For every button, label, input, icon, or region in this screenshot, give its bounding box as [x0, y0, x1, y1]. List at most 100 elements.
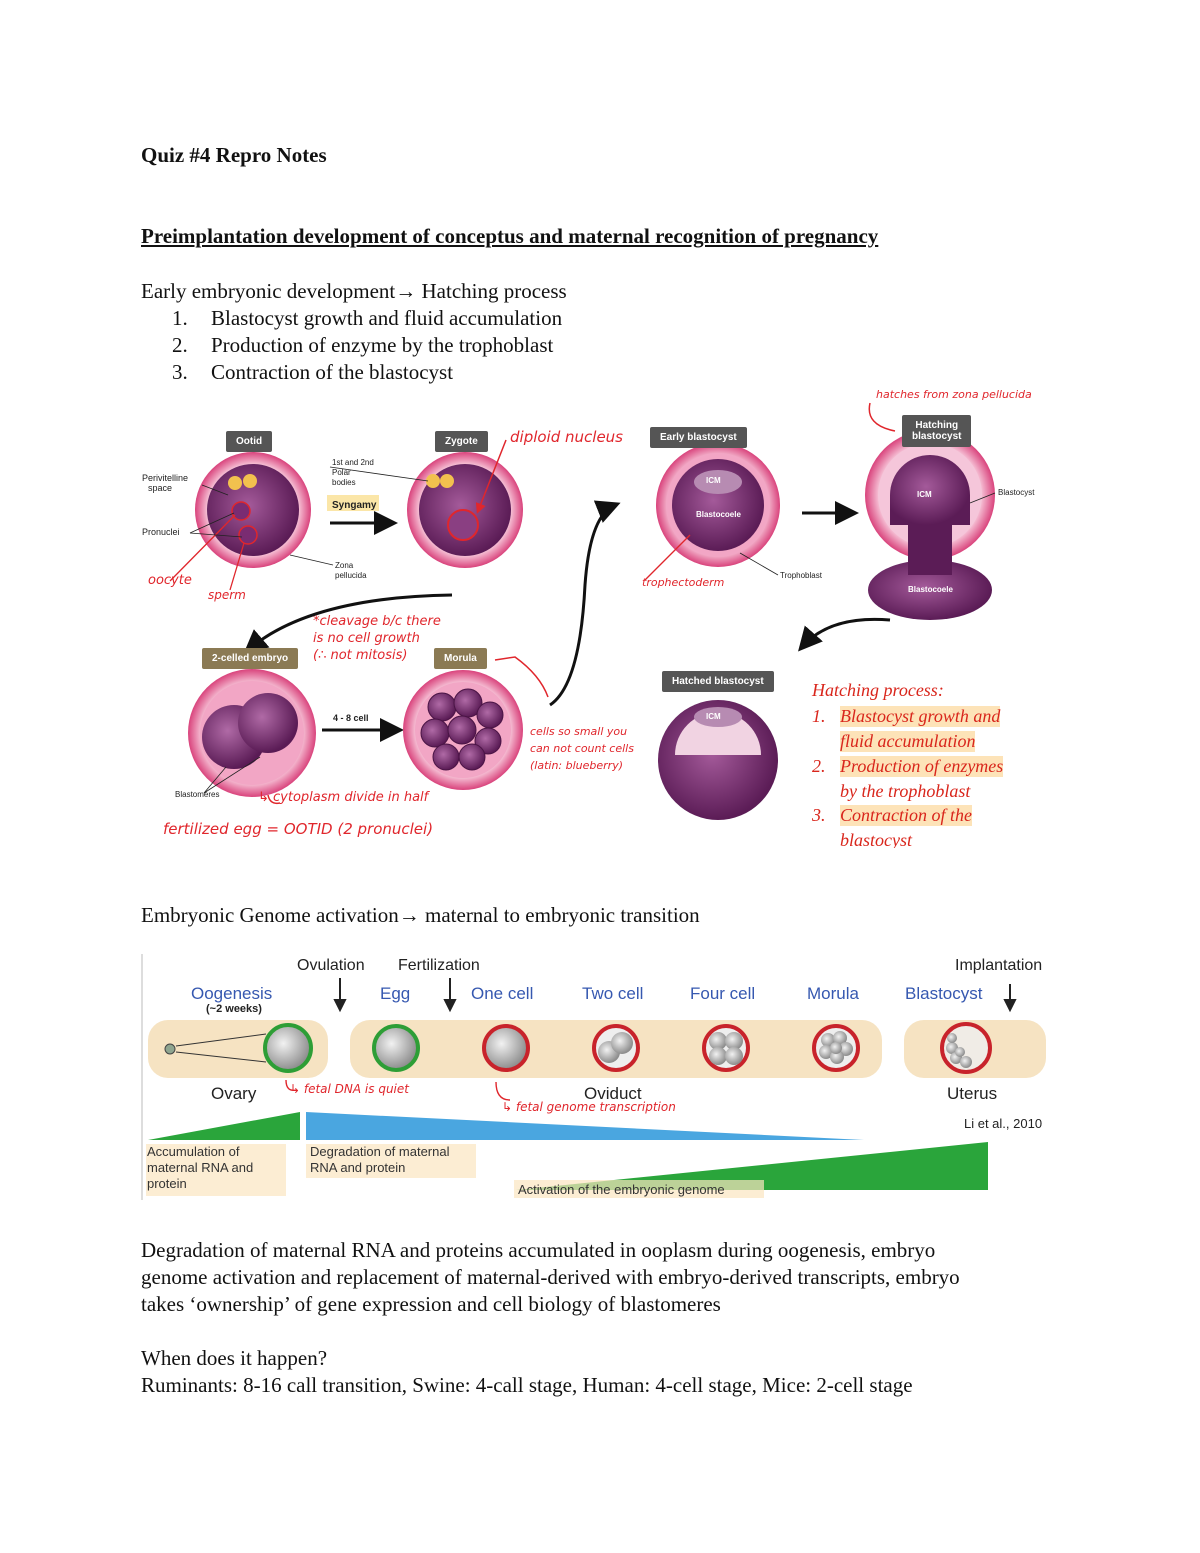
label-line: RNA and protein — [310, 1160, 406, 1175]
implantation-label: Implantation — [955, 957, 1043, 974]
note-line: (∴ not mitosis) — [313, 648, 408, 663]
preimplantation-diagram — [169, 402, 996, 820]
label-line: Polar — [332, 468, 351, 477]
hatching-item-text: fluid accumulation — [840, 731, 976, 752]
note-line: (latin: blueberry) — [530, 759, 624, 772]
cleavage-note: *cleavage b/c there is no cell growth (∴… — [313, 613, 441, 664]
ovary-label: Ovary — [211, 1084, 257, 1103]
hatched-blastocyst-label: Hatched blastocyst — [662, 671, 774, 692]
hatching-item-text: blastocyst — [840, 830, 912, 848]
pronuclei-label: Pronuclei — [142, 527, 180, 537]
polar-bodies-label: 1st and 2nd Polar bodies — [332, 458, 374, 488]
hatches-note: hatches from zona pellucida — [876, 388, 1032, 401]
icm-label: ICM — [706, 476, 721, 485]
degradation-label: Degradation of maternal RNA and protein — [310, 1144, 449, 1176]
blastocoele-hatching-label: Blastocoele — [908, 585, 953, 594]
stage-egg: Egg — [380, 984, 411, 1003]
stage-blastocyst: Blastocyst — [905, 984, 983, 1003]
stage-morula: Morula — [807, 984, 859, 1003]
syngamy-label: Syngamy — [332, 500, 377, 511]
label-line: protein — [147, 1176, 187, 1191]
hatching-process-title: Hatching process: — [812, 680, 944, 700]
answer-line: Ruminants: 8-16 call transition, Swine: … — [141, 1373, 913, 1397]
paragraph-line: takes ‘ownership’ of gene expression and… — [141, 1292, 721, 1316]
stage-two-cell: Two cell — [582, 984, 644, 1003]
hatching-blastocyst-label: Hatching blastocyst — [902, 415, 972, 447]
accumulation-label: Accumulation of maternal RNA and protein — [147, 1144, 253, 1192]
hatching-item-text: Blastocyst growth and — [840, 706, 1001, 727]
blastocoele-label: Blastocoele — [696, 510, 741, 519]
icm-hatched-label: ICM — [706, 712, 721, 721]
stage-one-cell: One cell — [471, 984, 534, 1003]
preimplantation-figure: Ootid Zygote Early blastocyst Hatching b… — [130, 385, 1070, 855]
hatching-item-number: 3. — [812, 805, 826, 825]
hatching-item-number: 1. — [812, 706, 826, 726]
note-line: *cleavage b/c there — [313, 614, 441, 629]
cytoplasm-note: ↳ cytoplasm divide in half — [258, 790, 429, 805]
ootid-label: Ootid — [226, 431, 273, 452]
label-line: Zona — [335, 561, 354, 570]
degradation-paragraph: Degradation of maternal RNA and proteins… — [141, 1237, 960, 1318]
zona-pellucida-label: Zona pellucida — [335, 561, 367, 581]
activation-label: Activation of the embryonic genome — [518, 1182, 725, 1197]
blastocyst-label: Blastocyst — [998, 488, 1035, 497]
label-line: pellucida — [335, 571, 367, 580]
hatching-item-text: Production of enzymes — [840, 756, 1004, 777]
paragraph-line: Degradation of maternal RNA and proteins… — [141, 1238, 936, 1262]
label-line: Degradation of maternal — [310, 1144, 450, 1159]
uterus-label: Uterus — [947, 1084, 998, 1103]
perivitelline-label: Perivitelline space — [142, 473, 188, 493]
diploid-nucleus-note: diploid nucleus — [510, 428, 623, 446]
cells-small-note: cells so small you can not count cells (… — [530, 723, 634, 774]
label-line: Accumulation of — [147, 1144, 240, 1159]
label-line: bodies — [332, 478, 356, 487]
stage-four-cell: Four cell — [690, 984, 756, 1003]
list-item: Contraction of the blastocyst — [211, 360, 454, 384]
trophectoderm-note: trophectoderm — [642, 576, 725, 589]
label-line: space — [148, 483, 173, 493]
list-number: 2. — [172, 333, 188, 357]
hatching-item-number: 2. — [812, 756, 826, 776]
genome-activation-figure: Ovulation Fertilization Implantation Oog… — [140, 952, 1062, 1202]
morula-label: Morula — [434, 648, 487, 669]
hatching-item-text: by the trophoblast — [840, 781, 971, 801]
note-line: cells so small you — [530, 725, 628, 738]
document-title: Quiz #4 Repro Notes — [141, 143, 327, 167]
note-line: can not count cells — [530, 742, 634, 755]
oviduct-label: Oviduct — [584, 1084, 642, 1103]
note-line: is no cell growth — [313, 631, 420, 646]
list-number: 1. — [172, 306, 188, 330]
fertilization-label: Fertilization — [398, 957, 480, 974]
label-line: Perivitelline — [142, 473, 189, 483]
list-number: 3. — [172, 360, 188, 384]
trophoblast-label: Trophoblast — [780, 571, 822, 580]
section-heading: Preimplantation development of conceptus… — [141, 224, 879, 248]
genome-activation-line: Embryonic Genome activation→ maternal to… — [141, 903, 700, 927]
label-line: 1st and 2nd — [332, 458, 374, 467]
paragraph-line: genome activation and replacement of mat… — [141, 1265, 960, 1289]
hatching-label-line: blastocyst — [912, 431, 962, 442]
two-celled-embryo-label: 2-celled embryo — [202, 648, 299, 669]
fetal-dna-quiet-note: ↳ fetal DNA is quiet — [290, 1082, 409, 1096]
zygote-label: Zygote — [435, 431, 488, 452]
blastomeres-label: Blastomeres — [175, 790, 220, 799]
early-blastocyst-label: Early blastocyst — [650, 427, 747, 448]
list-item: Production of enzyme by the trophoblast — [211, 333, 554, 357]
hatching-item-text: Contraction of the — [840, 805, 972, 826]
hatching-label-line: Hatching — [915, 420, 959, 431]
question-line: When does it happen? — [141, 1346, 328, 1370]
genome-timeline-diagram — [141, 954, 1046, 1200]
hatching-process-box: Hatching process: 1. Blastocyst growth a… — [810, 678, 1050, 848]
icm-hatching-label: ICM — [917, 490, 932, 499]
four-eight-cell-label: 4 - 8 cell — [333, 713, 369, 723]
weeks-label: (~2 weeks) — [206, 1003, 262, 1015]
label-line: maternal RNA and — [147, 1160, 254, 1175]
fertilized-egg-note: fertilized egg = OOTID (2 pronuclei) — [163, 820, 434, 838]
list-item: Blastocyst growth and fluid accumulation — [211, 306, 563, 330]
ovulation-label: Ovulation — [297, 957, 365, 974]
intro-line: Early embryonic development→ Hatching pr… — [141, 279, 567, 303]
fetal-genome-transcription-note: ↳ fetal genome transcription — [502, 1100, 676, 1114]
citation-label: Li et al., 2010 — [964, 1116, 1043, 1131]
stage-oogenesis: Oogenesis — [191, 984, 273, 1003]
sperm-note: sperm — [208, 588, 246, 602]
